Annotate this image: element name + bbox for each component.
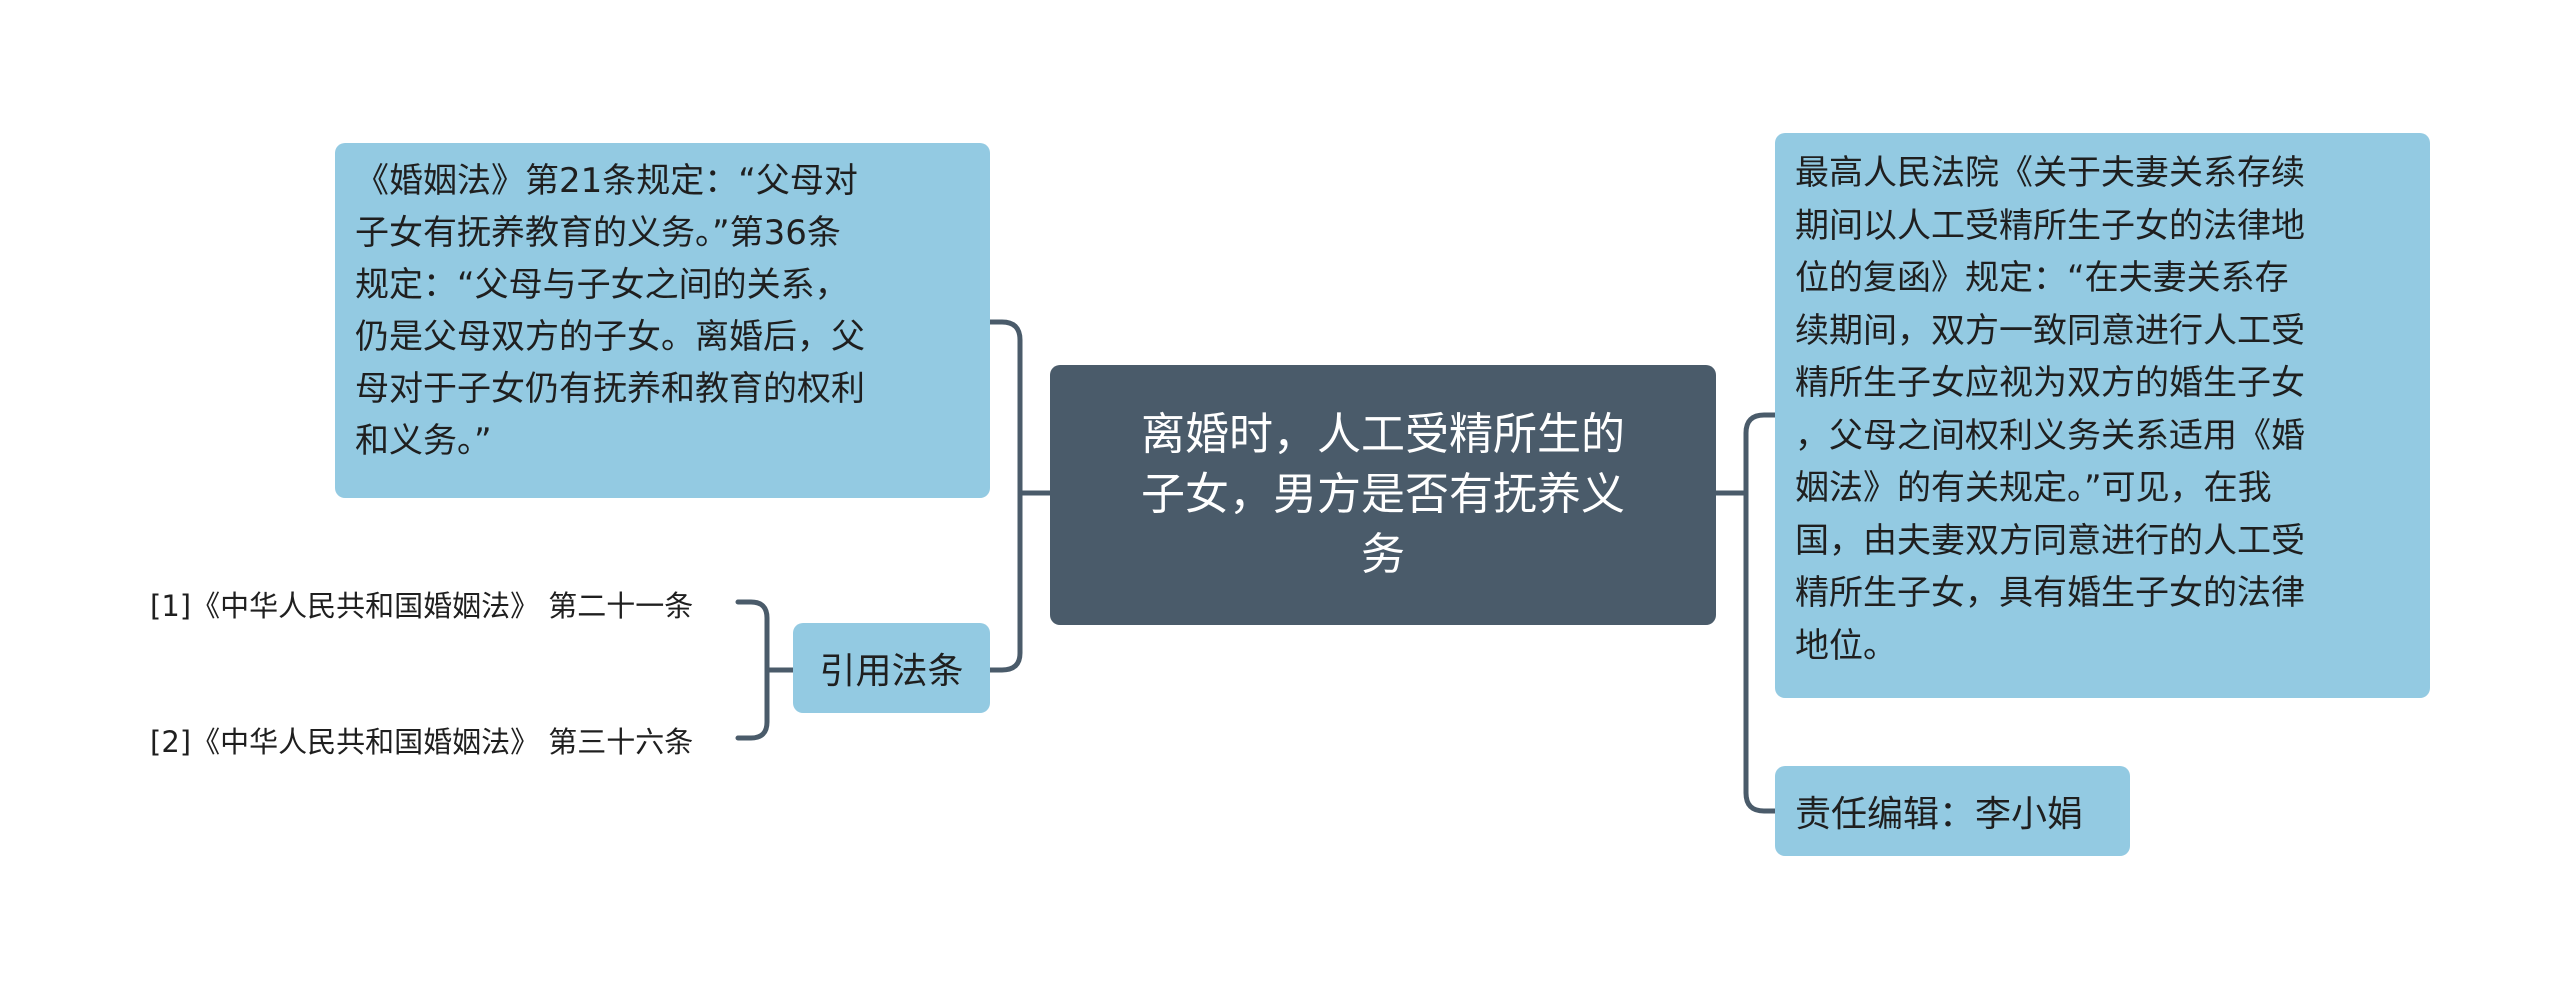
connector-citation-1 [735, 599, 770, 673]
citation-node-label: 引用法条 [819, 651, 964, 692]
connector-citation-2 [735, 667, 770, 741]
connector-left-law [987, 319, 1023, 496]
central-topic[interactable]: 离婚时，人工受精所生的 子女，男方是否有抚养义 务 [1050, 365, 1716, 625]
connector-right-court [1743, 412, 1778, 496]
court-reply-text: 最高人民法院《关于夫妻关系存续 期间以人工受精所生子女的法律地 位的复函》规定：… [1795, 153, 2305, 666]
law-quote-text: 《婚姻法》第21条规定：“父母对 子女有抚养教育的义务。”第36条 规定：“父母… [355, 161, 865, 461]
law-quote-box[interactable]: 《婚姻法》第21条规定：“父母对 子女有抚养教育的义务。”第36条 规定：“父母… [335, 143, 990, 498]
connector-right-editor [1743, 490, 1778, 814]
citation-item-1[interactable]: [1]《中华人民共和国婚姻法》 第二十一条 [150, 589, 694, 623]
citation-node[interactable]: 引用法条 [793, 623, 990, 713]
editor-label: 责任编辑：李小娟 [1795, 794, 2084, 835]
editor-node[interactable]: 责任编辑：李小娟 [1775, 766, 2130, 856]
connector-left-citation [987, 490, 1023, 673]
court-reply-box[interactable]: 最高人民法院《关于夫妻关系存续 期间以人工受精所生子女的法律地 位的复函》规定：… [1775, 133, 2430, 698]
citation-item-2[interactable]: [2]《中华人民共和国婚姻法》 第三十六条 [150, 725, 694, 759]
central-topic-text: 离婚时，人工受精所生的 子女，男方是否有抚养义 务 [1141, 409, 1625, 580]
